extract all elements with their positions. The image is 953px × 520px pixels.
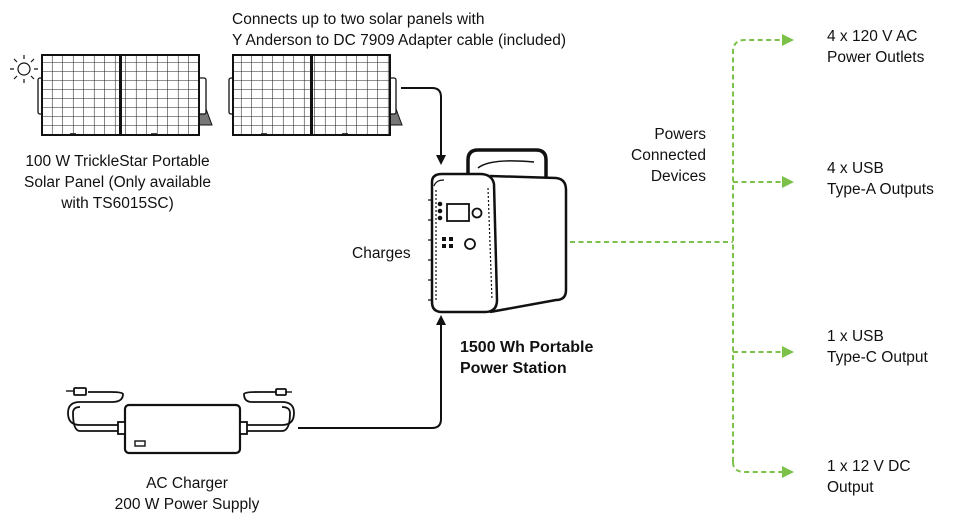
output-line1: 1 x 12 V DC	[827, 458, 911, 475]
solar-label-line1: 100 W TrickleStar Portable	[25, 153, 210, 170]
output-line1: 4 x 120 V AC	[827, 28, 918, 45]
charger-to-station-arrow	[298, 315, 446, 429]
solar-note-line2: Y Anderson to DC 7909 Adapter cable (inc…	[232, 32, 567, 49]
charger-label-line2: 200 W Power Supply	[114, 496, 260, 513]
power-station-label: 1500 Wh Portable Power Station	[460, 337, 593, 379]
power-station-icon	[428, 148, 568, 314]
station-label-line1: 1500 Wh Portable	[460, 339, 594, 356]
ac-charger-icon	[66, 387, 295, 455]
output-usb-a: 4 x USB Type-A Outputs	[827, 158, 934, 200]
solar-panel-icon	[228, 54, 403, 136]
charges-label: Charges	[352, 245, 411, 262]
output-line2: Type-A Outputs	[827, 181, 934, 198]
solar-note-line1: Connects up to two solar panels with	[232, 11, 485, 28]
output-ac-outlets: 4 x 120 V AC Power Outlets	[827, 26, 924, 68]
sun-icon	[10, 55, 38, 83]
station-label-line2: Power Station	[460, 360, 567, 377]
solar-label-line2: Solar Panel (Only available	[24, 174, 211, 191]
powers-line3: Devices	[650, 168, 706, 185]
charger-label-line1: AC Charger	[146, 475, 228, 492]
solar-to-station-arrow	[401, 87, 446, 165]
output-line2: Output	[827, 479, 874, 496]
powers-line2: Connected	[631, 147, 706, 164]
solar-panel-icon	[37, 54, 213, 136]
output-line1: 4 x USB	[827, 160, 884, 177]
output-line1: 1 x USB	[827, 328, 884, 345]
solar-panel-label: 100 W TrickleStar Portable Solar Panel (…	[10, 151, 225, 214]
output-line2: Type-C Output	[827, 349, 928, 366]
solar-note: Connects up to two solar panels with Y A…	[232, 9, 566, 51]
ac-charger-label: AC Charger 200 W Power Supply	[92, 473, 282, 515]
solar-label-line3: with TS6015SC)	[61, 195, 174, 212]
output-12v-dc: 1 x 12 V DC Output	[827, 456, 911, 498]
powers-line1: Powers	[654, 126, 706, 143]
powers-devices-label: Powers Connected Devices	[605, 124, 706, 187]
output-line2: Power Outlets	[827, 49, 925, 66]
output-connectors	[570, 34, 794, 478]
output-usb-c: 1 x USB Type-C Output	[827, 326, 928, 368]
